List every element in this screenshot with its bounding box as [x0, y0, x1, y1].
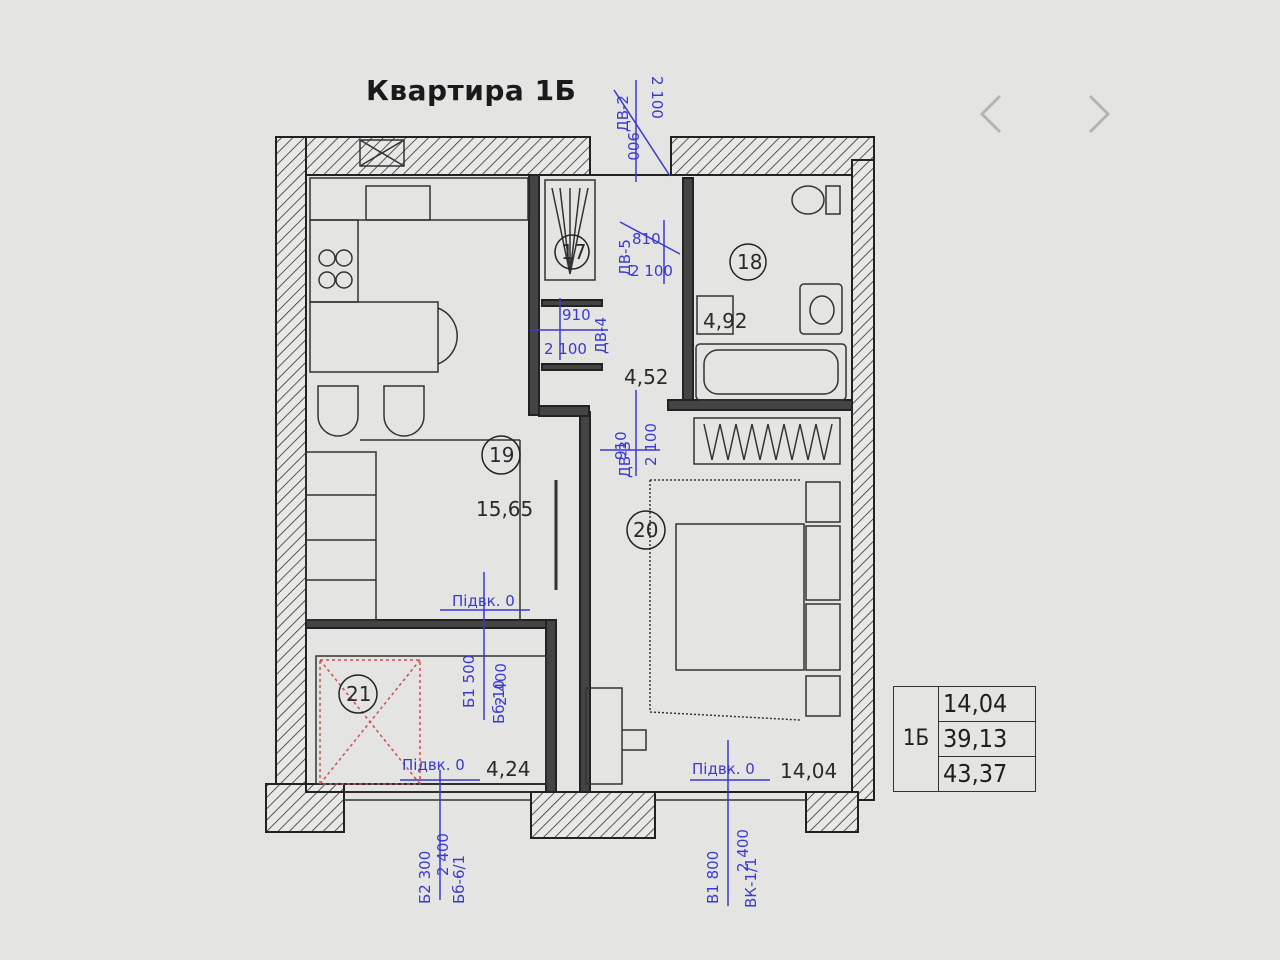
interior-walls: [305, 174, 853, 793]
hall-wardrobe: [544, 179, 596, 281]
door-bd10-height: 2 400: [492, 663, 510, 706]
bathroom-fixtures: [695, 185, 847, 401]
door-bd10-width: Б1 500: [460, 655, 478, 708]
apartment-title: Квартира 1Б: [366, 74, 577, 107]
room-20-area: 14,04: [780, 759, 837, 783]
door-dv2-label: ДВ-2: [614, 95, 632, 132]
door-dv2-width: 900: [624, 132, 642, 161]
room-18-number: 18: [737, 250, 762, 274]
door-dv2-height: 2 100: [648, 76, 666, 119]
room-18-area: 4,92: [703, 309, 748, 333]
table-row: 43,37: [894, 756, 1036, 792]
room-17-number: 17: [561, 240, 586, 264]
dimension-lines: [400, 80, 770, 906]
window-bd6-height: 2 400: [434, 833, 452, 876]
door-dv5-label: ДВ-5: [616, 239, 634, 276]
room-20-number: 20: [633, 518, 658, 542]
area-summary-table: 1Б 14,04 39,13 43,37: [893, 686, 1036, 792]
hall-area: 4,52: [624, 365, 669, 389]
bedroom-furniture: [585, 417, 841, 785]
room-markers: [338, 234, 767, 714]
apartment-id: 1Б: [893, 686, 939, 792]
window-vk1-width: В1 800: [704, 851, 722, 904]
room-19-area: 15,65: [476, 497, 533, 521]
kitchen-furniture: [305, 139, 558, 621]
door-dv3-height: 2 100: [642, 423, 660, 466]
door-dv3-width: 910: [612, 431, 630, 460]
door-dv3-label: ДВ-3: [616, 441, 634, 478]
area-without-balcony: 39,13: [938, 721, 1036, 757]
door-dv5-height: 2 100: [630, 262, 673, 280]
exterior-walls: [265, 136, 875, 839]
chevron-left-icon[interactable]: [972, 92, 1012, 136]
window-vk1-label: ВК-1/1: [742, 858, 760, 909]
floor-mark-bedroom: Підвк. 0: [692, 760, 755, 778]
table-row: 1Б 14,04: [893, 686, 1036, 792]
total-area: 43,37: [938, 756, 1036, 792]
door-dv4-width: 910: [562, 306, 591, 324]
door-bd10-label: Бб-10: [490, 680, 508, 724]
floor-mark-balcony: Підвк. 0: [402, 756, 465, 774]
floor-mark-kitchen: Підвк. 0: [452, 592, 515, 610]
chevron-right-icon[interactable]: [1078, 92, 1118, 136]
door-dv4-height: 2 100: [544, 340, 587, 358]
window-vk1-height: 2 400: [734, 829, 752, 872]
room-21-area: 4,24: [486, 757, 531, 781]
window-bd6-width: Б2 300: [416, 851, 434, 904]
door-dv4-label: ДВ-4: [592, 317, 610, 354]
door-dv5-width: 810: [632, 230, 661, 248]
room-21-number: 21: [346, 682, 371, 706]
living-area: 14,04: [938, 686, 1036, 722]
balcony: [315, 655, 806, 801]
room-19-number: 19: [489, 443, 514, 467]
window-bd6-label: Бб-6/1: [450, 855, 468, 904]
